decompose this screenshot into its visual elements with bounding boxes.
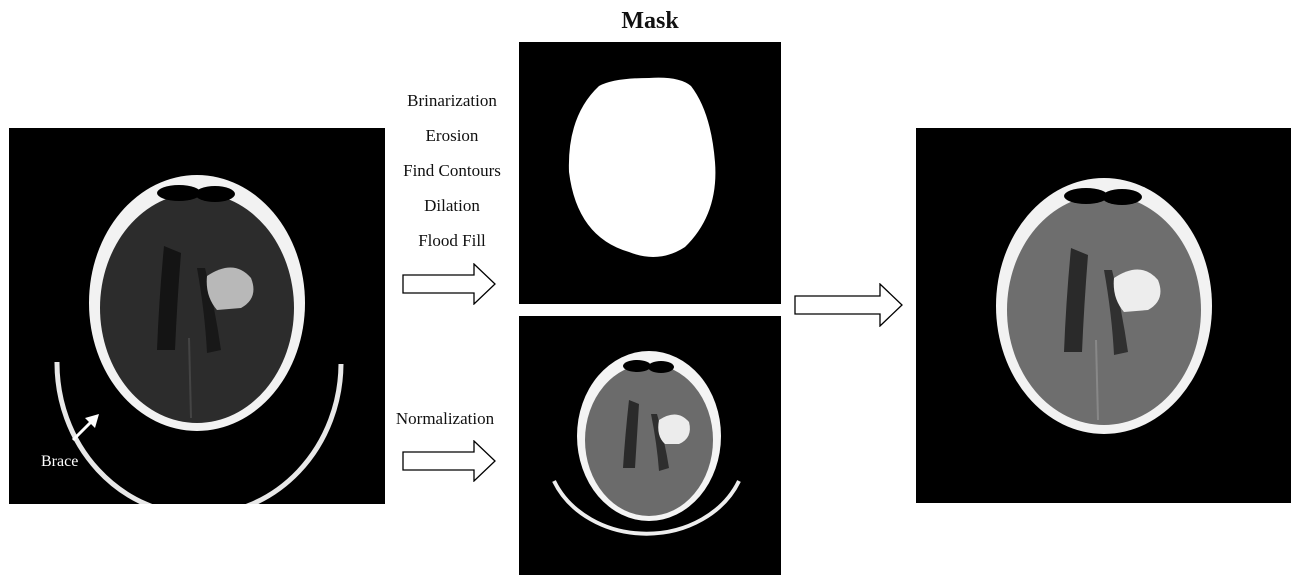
output-ct-image (916, 128, 1291, 503)
output-ct-svg (916, 128, 1291, 503)
step-flood-fill: Flood Fill (393, 231, 511, 251)
normalized-hemorrhage (658, 414, 690, 444)
output-sinus-right (1102, 189, 1142, 205)
normalized-ct-image (519, 316, 781, 575)
mask-image (519, 42, 781, 304)
step-binarization: Brinarization (393, 91, 511, 111)
brain (100, 193, 294, 423)
output-hemorrhage (1114, 269, 1161, 312)
mask-title: Mask (519, 8, 781, 35)
brace-label: Brace (41, 453, 78, 471)
input-ct-image: Brace (9, 128, 385, 504)
normalized-ct-svg (519, 316, 781, 575)
normalized-brain (585, 364, 713, 516)
normalization-label: Normalization (386, 409, 504, 429)
arrow-to-output (794, 283, 904, 327)
mask-svg (519, 42, 781, 304)
output-brain (1007, 195, 1201, 425)
output-sinus-left (1064, 188, 1108, 204)
step-dilation: Dilation (393, 196, 511, 216)
arrow-to-normalized (402, 440, 497, 482)
mask-shape (569, 78, 716, 257)
sinus-left (157, 185, 201, 201)
input-ct-svg (9, 128, 385, 504)
step-erosion: Erosion (393, 126, 511, 146)
step-find-contours: Find Contours (393, 161, 511, 181)
sinus-right (195, 186, 235, 202)
arrow-to-mask (402, 263, 497, 305)
normalized-sinus-left (623, 360, 651, 372)
normalized-sinus-right (648, 361, 674, 373)
hemorrhage (207, 267, 254, 310)
